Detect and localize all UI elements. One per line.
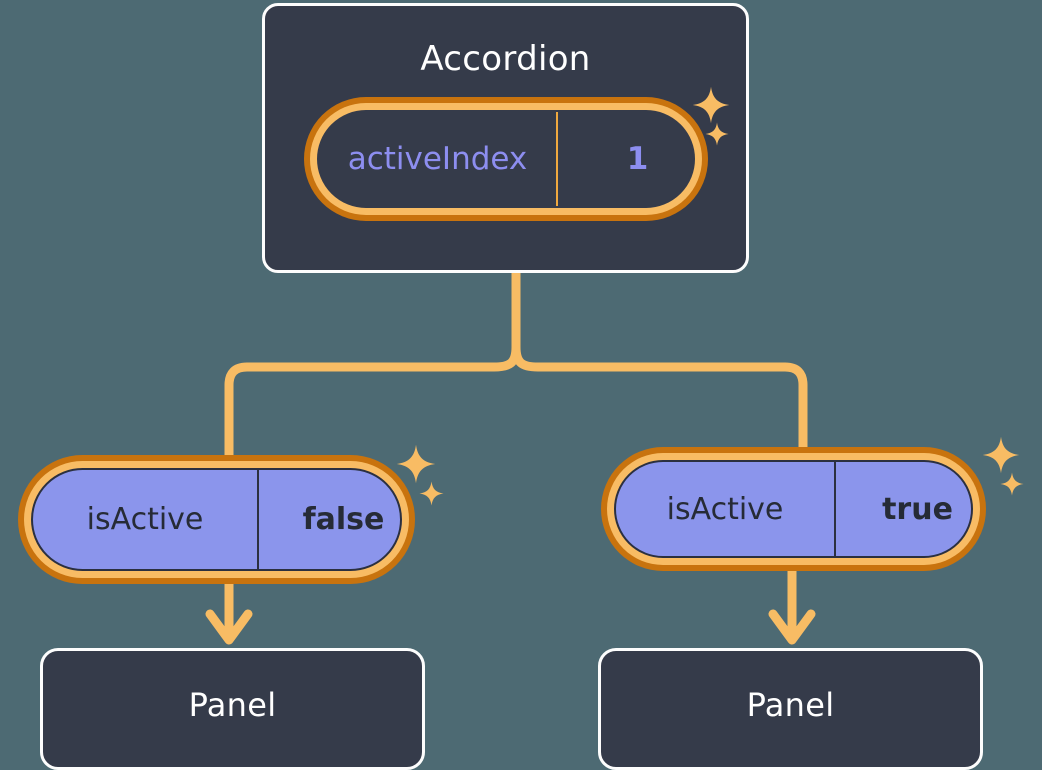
- prop-pill-activeindex[interactable]: activeIndex 1: [304, 97, 708, 221]
- arrow-down-icon-left: [205, 573, 253, 645]
- sparkle-icon: [1000, 472, 1024, 496]
- sparkle-icon: [705, 122, 729, 146]
- pill-ring-inner: isActive true: [607, 453, 980, 565]
- branch-connector-icon: [224, 268, 808, 467]
- pill-body: isActive false: [31, 468, 402, 571]
- pill-body: activeIndex 1: [317, 110, 695, 208]
- pill-body: isActive true: [614, 460, 973, 558]
- pill-ring-inner: isActive false: [24, 461, 409, 578]
- prop-key-isactive-right: isActive: [616, 462, 836, 556]
- sparkle-icon: [419, 481, 444, 506]
- sparkle-icon: [982, 436, 1020, 474]
- panel-title-right: Panel: [746, 686, 835, 724]
- sparkle-icon: [692, 86, 730, 124]
- prop-value-isactive-left: false: [302, 502, 385, 537]
- panel-component-left[interactable]: Panel: [40, 648, 425, 770]
- panel-component-right[interactable]: Panel: [598, 648, 983, 770]
- prop-key-isactive-left: isActive: [33, 470, 259, 569]
- prop-pill-isactive-true[interactable]: isActive true: [601, 447, 986, 571]
- sparkle-icon: [396, 444, 436, 484]
- arrow-down-icon-right: [768, 561, 816, 645]
- accordion-title: Accordion: [420, 39, 591, 79]
- pill-ring-inner: activeIndex 1: [310, 103, 702, 215]
- prop-key-activeindex: activeIndex: [319, 112, 558, 206]
- prop-value-activeindex: 1: [626, 141, 649, 177]
- prop-pill-isactive-false[interactable]: isActive false: [18, 455, 415, 584]
- panel-title-left: Panel: [188, 686, 277, 724]
- prop-value-isactive-right: true: [882, 491, 953, 527]
